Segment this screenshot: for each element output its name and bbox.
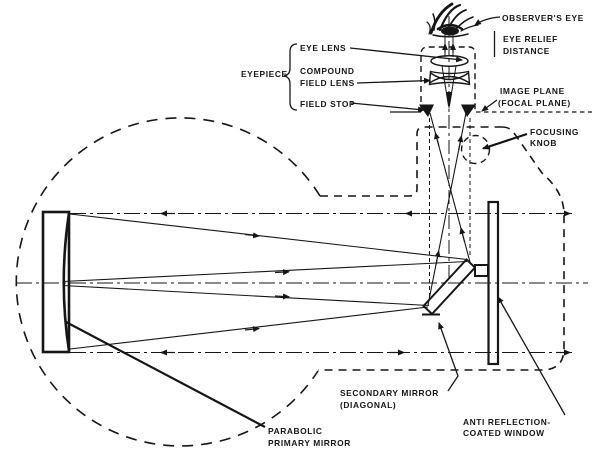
leader-image-plane: [481, 99, 498, 112]
leader-eye-lens: [349, 47, 463, 63]
label-eye-lens: EYE LENS: [300, 43, 346, 53]
leader-secondary-mirror: [438, 322, 459, 392]
labels: OBSERVER'S EYE EYE RELIEF DISTANCE EYEPI…: [241, 13, 584, 448]
label-parabolic-1: PARABOLIC: [268, 426, 323, 436]
label-eyepiece: EYEPIECE: [241, 69, 288, 79]
light-rays: [16, 16, 588, 354]
label-image-plane-1: IMAGE PLANE: [500, 86, 565, 96]
observer-eye-illustration: [426, 2, 479, 38]
label-field-stop: FIELD STOP: [300, 99, 355, 109]
leader-field-stop: [350, 102, 425, 113]
leader-focusing-knob: [482, 132, 528, 150]
label-anti-reflection-1: ANTI REFLECTION-: [463, 417, 551, 427]
label-focusing-2: KNOB: [530, 138, 557, 148]
telescope-housing-outline: [15, 46, 565, 447]
leader-field-lens: [356, 77, 431, 84]
leader-observers-eye: [474, 16, 501, 26]
label-image-plane-2: (FOCAL PLANE): [498, 98, 571, 108]
label-observers-eye: OBSERVER'S EYE: [502, 13, 584, 23]
eyepiece-brace: [283, 43, 298, 111]
ray-direction-arrows: [160, 43, 571, 356]
label-compound-2: FIELD LENS: [300, 78, 355, 88]
field-stop-and-image-plane: [390, 104, 592, 117]
label-eye-relief-2: DISTANCE: [503, 46, 550, 56]
housing-right-wall: [318, 126, 565, 371]
tube-circle-outline: [15, 117, 321, 447]
eye-pupil: [441, 26, 459, 36]
label-focusing-1: FOCUSING: [530, 127, 579, 137]
label-parabolic-2: PRIMARY MIRROR: [268, 438, 351, 448]
leader-lines: [65, 16, 566, 428]
field-stop-right-blade: [461, 104, 476, 117]
label-secondary-2: (DIAGONAL): [340, 400, 396, 410]
label-secondary-1: SECONDARY MIRROR: [340, 388, 439, 398]
leader-parabolic-mirror: [65, 321, 266, 428]
label-compound-1: COMPOUND: [300, 66, 355, 76]
focusing-knob-circle: [460, 134, 491, 165]
eyepiece-cell-outline: [420, 46, 476, 112]
housing-left-shoulder: [320, 126, 502, 197]
label-anti-reflection-2: COATED WINDOW: [463, 428, 545, 438]
primary-mirror: [41, 210, 71, 354]
label-eye-relief-1: EYE RELIEF: [503, 34, 558, 44]
secondary-mirror: [422, 258, 489, 316]
leader-anti-reflection: [497, 296, 566, 416]
